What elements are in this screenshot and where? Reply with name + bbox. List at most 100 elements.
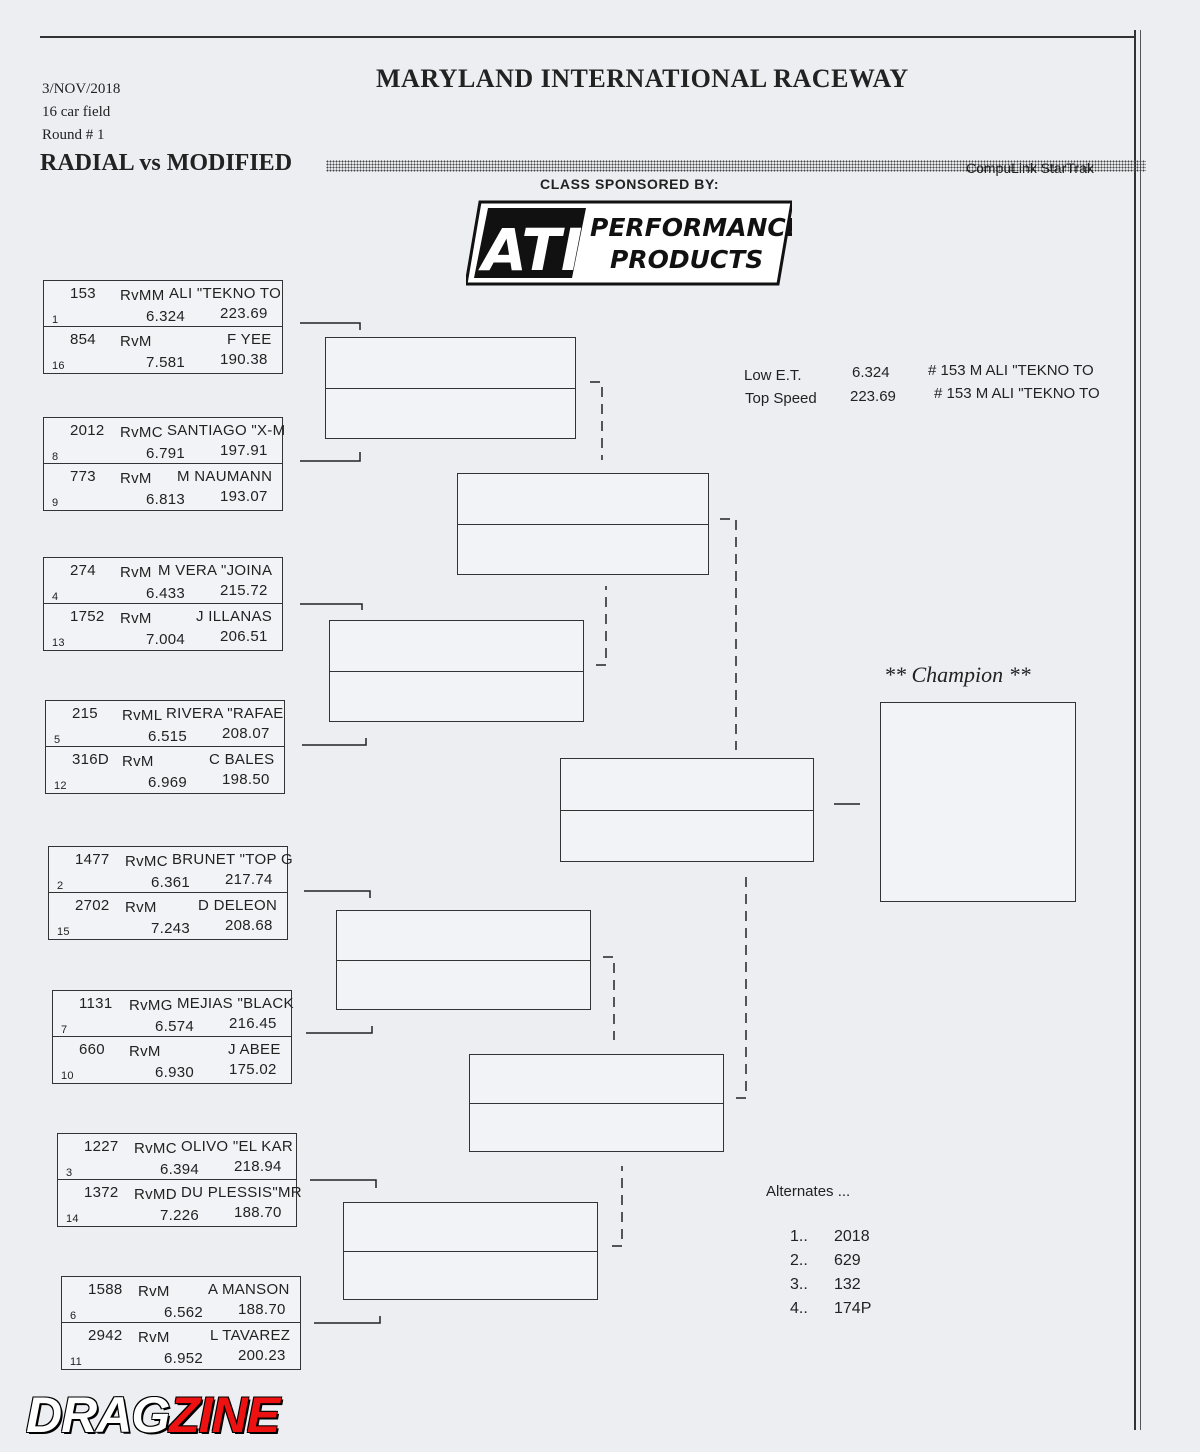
top-class-code: RvMC: [134, 1140, 177, 1157]
bottom-speed: 188.70: [234, 1204, 282, 1221]
top-car-number: 1227: [84, 1138, 119, 1155]
bottom-driver-name: M NAUMANN: [177, 468, 273, 485]
bottom-class-code: RvM: [125, 899, 157, 916]
field-size: 16 car field: [42, 104, 111, 120]
bottom-class-code: RvM: [122, 753, 154, 770]
bottom-class-code: RvM: [120, 610, 152, 627]
bottom-seed: 12: [54, 780, 67, 792]
top-elapsed-time: 6.562: [164, 1304, 204, 1321]
top-speed: 223.69: [220, 305, 268, 322]
bottom-seed: 9: [52, 497, 59, 509]
ati-logo-line1: PERFORMANCE: [590, 213, 792, 242]
bottom-elapsed-time: 7.226: [160, 1207, 200, 1224]
top-car-number: 1588: [88, 1281, 123, 1298]
round-number: Round # 1: [42, 127, 105, 143]
bottom-elapsed-time: 6.930: [155, 1064, 195, 1081]
top-driver-name: RIVERA "RAFAE: [166, 705, 284, 722]
top-seed: 3: [66, 1167, 73, 1179]
top-speed: 217.74: [225, 871, 273, 888]
bottom-speed: 175.02: [229, 1061, 277, 1078]
top-driver-name: BRUNET "TOP G: [172, 851, 293, 868]
bottom-class-code: RvM: [120, 470, 152, 487]
top-class-code: RvMC: [125, 853, 168, 870]
top-elapsed-time: 6.515: [148, 728, 188, 745]
top-class-code: RvML: [122, 707, 163, 724]
bottom-speed: 193.07: [220, 488, 268, 505]
top-car-number: 2012: [70, 422, 105, 439]
bottom-car-number: 660: [79, 1041, 105, 1058]
alternate-car: 132: [834, 1276, 861, 1293]
ati-logo-mark: ATI: [478, 216, 582, 284]
date: 3/NOV/2018: [42, 81, 121, 97]
top-seed: 4: [52, 591, 59, 603]
class-title: RADIAL vs MODIFIED: [40, 150, 293, 176]
low-et-car: # 153 M ALI "TEKNO TO: [928, 362, 1094, 379]
ati-logo: ATI PERFORMANCE PRODUCTS: [466, 200, 792, 286]
top-seed: 6: [70, 1310, 77, 1322]
bottom-speed: 200.23: [238, 1347, 286, 1364]
top-seed: 7: [61, 1024, 68, 1036]
bottom-seed: 16: [52, 360, 65, 372]
bottom-class-code: RvM: [138, 1329, 170, 1346]
alternate-car: 629: [834, 1252, 861, 1269]
bottom-elapsed-time: 7.243: [151, 920, 191, 937]
alternate-car: 174P: [834, 1300, 872, 1317]
bottom-driver-name: J ILLANAS: [196, 608, 273, 625]
dragzine-watermark: DRAGZINE: [26, 1386, 280, 1444]
alternate-car: 2018: [834, 1228, 870, 1245]
top-seed: 8: [52, 451, 59, 463]
alternate-rank: 3..: [790, 1276, 808, 1293]
bottom-speed: 206.51: [220, 628, 268, 645]
bottom-car-number: 1372: [84, 1184, 119, 1201]
alternates-title: Alternates ...: [766, 1183, 851, 1200]
bottom-class-code: RvMD: [134, 1186, 177, 1203]
top-speed-label: Top Speed: [745, 390, 817, 407]
top-driver-name: MEJIAS "BLACK: [177, 995, 294, 1012]
alternate-rank: 1..: [790, 1228, 808, 1245]
top-class-code: RvMM: [120, 287, 165, 304]
top-elapsed-time: 6.433: [146, 585, 186, 602]
bottom-driver-name: DU PLESSIS"MR: [181, 1184, 302, 1201]
top-seed: 5: [54, 734, 61, 746]
top-driver-name: OLIVO "EL KAR: [181, 1138, 294, 1155]
bottom-driver-name: F YEE: [227, 331, 272, 348]
bottom-speed: 198.50: [222, 771, 270, 788]
top-elapsed-time: 6.324: [146, 308, 186, 325]
bottom-class-code: RvM: [129, 1043, 161, 1060]
quarterfinal-box-3: [336, 910, 591, 1010]
quarterfinal-box-4: [343, 1202, 598, 1300]
semifinal-box-1: [457, 473, 709, 575]
top-class-code: RvM: [138, 1283, 170, 1300]
champion-box: [880, 702, 1076, 902]
top-speed: 215.72: [220, 582, 268, 599]
bottom-seed: 14: [66, 1213, 79, 1225]
bottom-class-code: RvM: [120, 333, 152, 350]
bottom-driver-name: J ABEE: [228, 1041, 281, 1058]
dotted-rule: [326, 160, 1146, 172]
bottom-elapsed-time: 7.004: [146, 631, 186, 648]
bottom-elapsed-time: 6.952: [164, 1350, 204, 1367]
final-box: [560, 758, 814, 862]
bottom-car-number: 2942: [88, 1327, 123, 1344]
bottom-car-number: 2702: [75, 897, 110, 914]
top-speed-car: # 153 M ALI "TEKNO TO: [934, 385, 1100, 402]
alternate-rank: 4..: [790, 1300, 808, 1317]
top-class-code: RvMG: [129, 997, 173, 1014]
champion-label: ** Champion **: [884, 662, 1031, 687]
track-title: MARYLAND INTERNATIONAL RACEWAY: [376, 64, 909, 93]
bottom-driver-name: C BALES: [209, 751, 275, 768]
top-elapsed-time: 6.361: [151, 874, 191, 891]
system-label: CompuLink StarTrak: [966, 160, 1094, 176]
sheet-top-border: [40, 36, 1136, 38]
top-car-number: 153: [70, 285, 96, 302]
header-info: 3/NOV/2018 16 car field Round # 1: [42, 78, 120, 147]
bottom-speed: 190.38: [220, 351, 268, 368]
bottom-car-number: 1752: [70, 608, 105, 625]
top-speed-value: 223.69: [850, 388, 896, 405]
